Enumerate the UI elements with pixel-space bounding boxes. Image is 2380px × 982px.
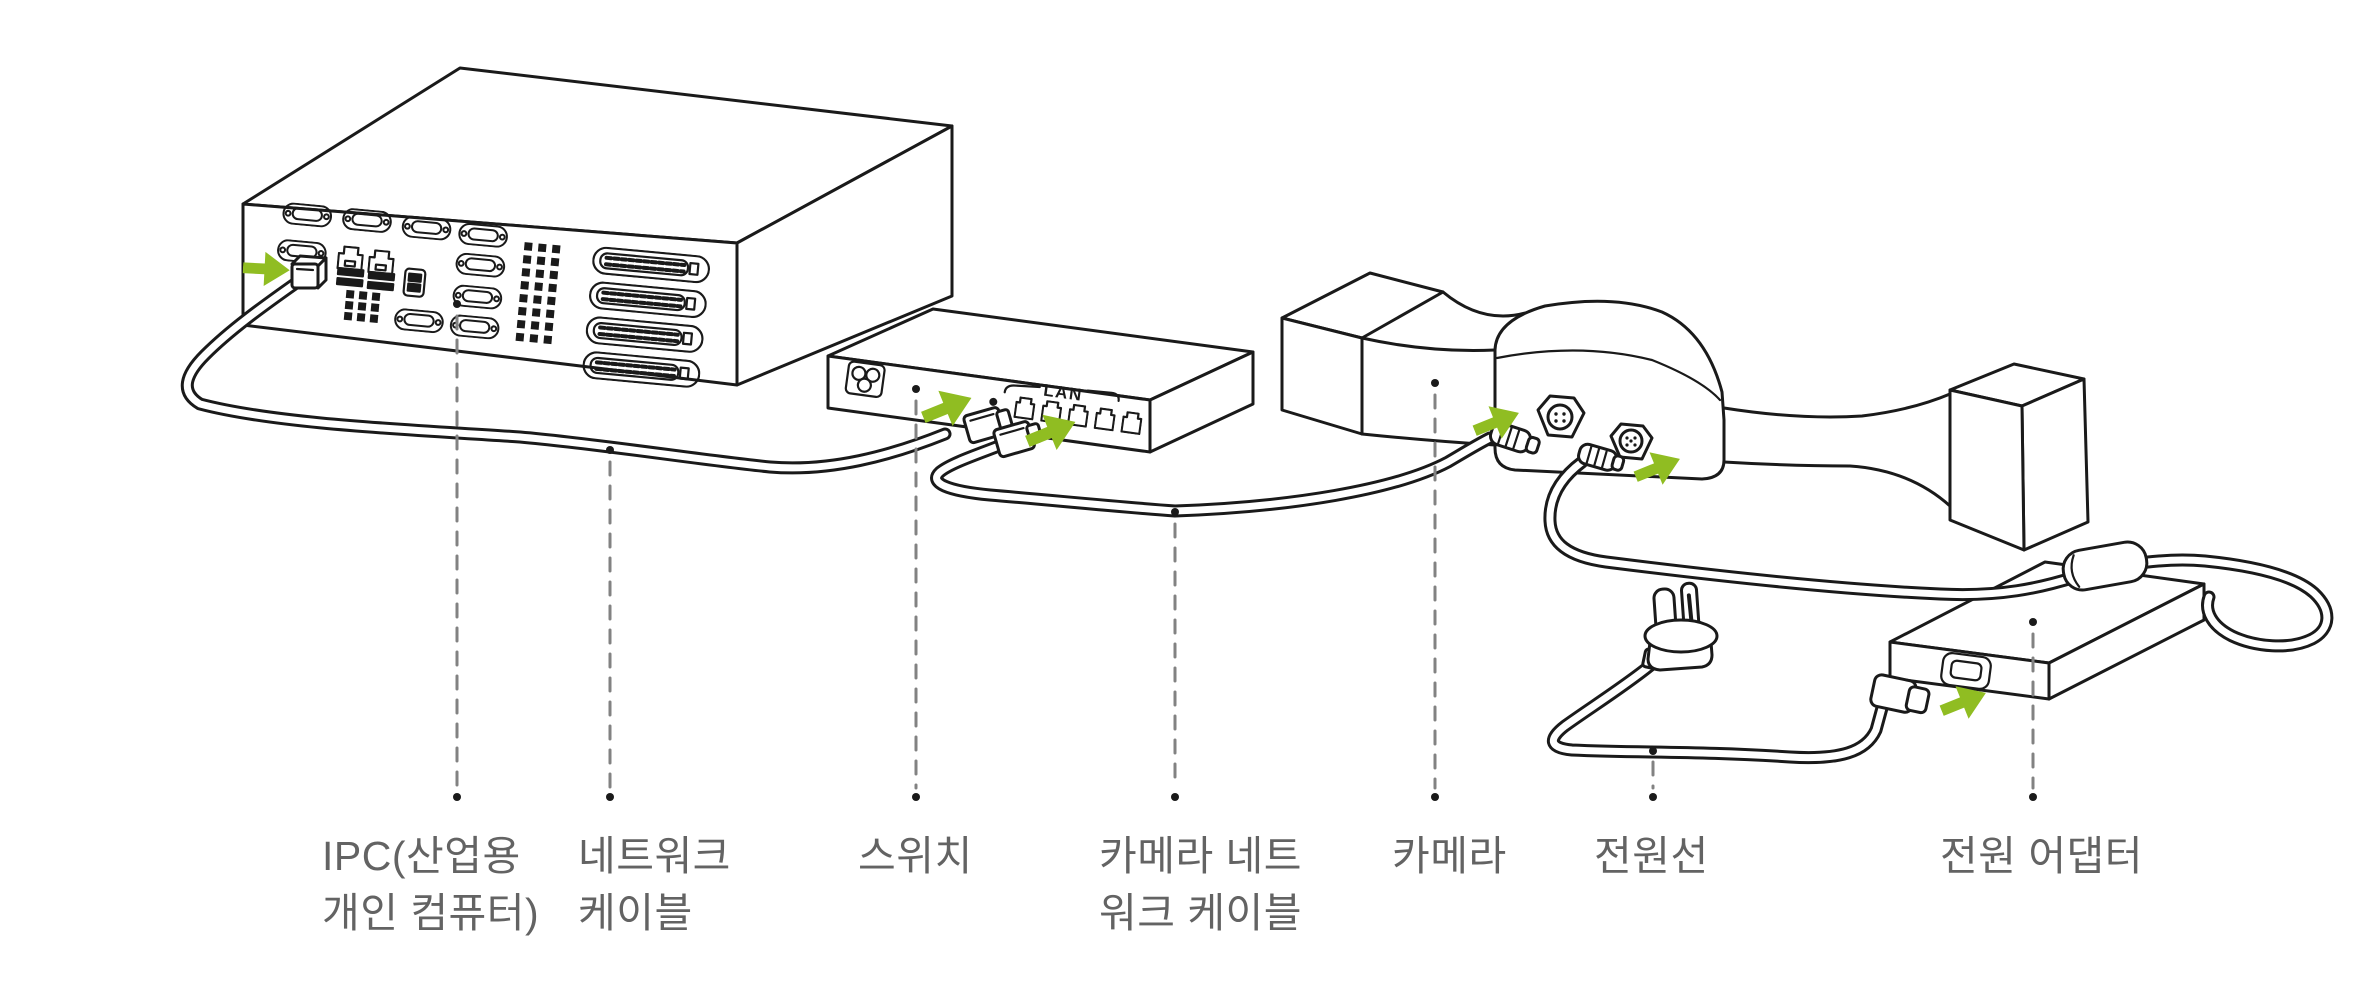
- adapter-inlet-icon: [1940, 652, 1992, 690]
- panel-dot: [989, 397, 998, 406]
- camera-device: [1280, 271, 2090, 552]
- power-cord: [1547, 657, 1889, 765]
- leader-camera-network-cable: [1171, 508, 1179, 801]
- switch-front-details: LAN: [844, 360, 1144, 436]
- power-plug: [1641, 581, 1719, 672]
- leader-switch: [912, 385, 920, 801]
- leader-ipc: [453, 300, 461, 801]
- camera-arm-top: [1722, 392, 1952, 419]
- leader-lines: [453, 300, 2037, 801]
- camera-block-front: [1948, 388, 2026, 552]
- label-ipc: IPC(산업용 개인 컴퓨터): [322, 833, 540, 936]
- camera-saddle: [1441, 290, 1534, 318]
- pin-block-icon: [515, 242, 561, 348]
- camera-block-right: [2020, 377, 2090, 552]
- leader-power-adapter: [2029, 618, 2037, 801]
- leader-power-cord: [1649, 747, 1657, 801]
- label-power-adapter: 전원 어댑터: [1940, 833, 2143, 879]
- camera-power-connector: [1609, 422, 1654, 461]
- lan-bracket-right: [1086, 389, 1120, 402]
- camera-power-cable-plug: [1577, 442, 1626, 472]
- camera-neck-top: [1360, 336, 1497, 352]
- label-camera: 카메라: [1392, 833, 1507, 879]
- power-adapter-device: [1888, 560, 2206, 701]
- power-inlet-icon: [844, 360, 886, 399]
- label-camera-network-cable: 카메라 네트 워크 케이블: [1099, 833, 1302, 936]
- camera-body-contour: [1495, 349, 1722, 402]
- dip-grid-icon: [343, 289, 383, 324]
- camera-arm-bottom: [1722, 460, 1952, 508]
- usb-ports-icon: [335, 266, 396, 292]
- label-network-cable: 네트워크 케이블: [578, 833, 731, 936]
- leader-camera: [1431, 379, 1439, 801]
- network-cable: [180, 276, 952, 475]
- display-port-icon: [402, 267, 427, 298]
- ferrite-bead: [2061, 540, 2149, 592]
- ipc-device: [241, 66, 954, 389]
- leader-network-cable: [606, 446, 614, 801]
- ipc-rj45-plug: [290, 254, 328, 290]
- label-switch: 스위치: [858, 833, 973, 879]
- lan-bracket-left: [1003, 384, 1041, 394]
- switch-cable-plug-1: [962, 406, 1014, 445]
- camera-data-connector: [1536, 394, 1586, 439]
- label-power-cord: 전원선: [1594, 833, 1709, 879]
- camera-hood-front: [1280, 316, 1364, 436]
- camera-network-cable: [930, 431, 1497, 518]
- adapter-cord-plug: [1869, 673, 1931, 715]
- ipc-ports: [276, 201, 712, 389]
